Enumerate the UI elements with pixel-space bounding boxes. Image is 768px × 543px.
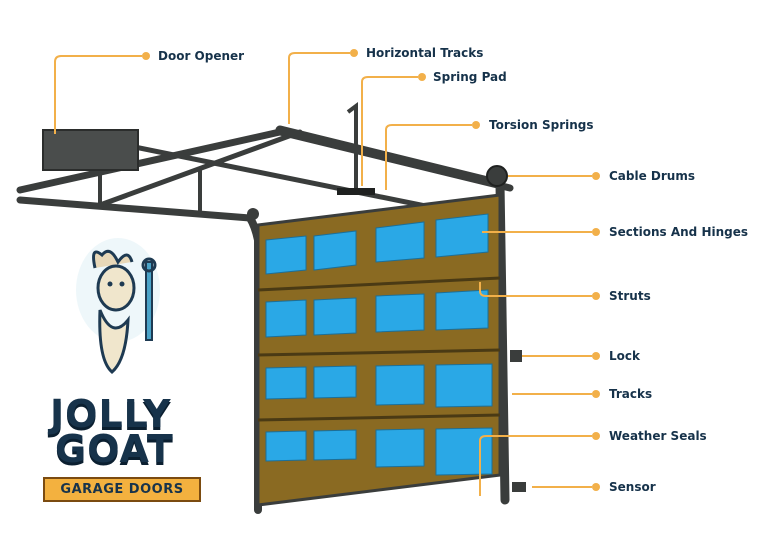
label-spring-pad: Spring Pad xyxy=(433,70,507,84)
door-panel xyxy=(256,193,502,507)
sensor xyxy=(512,482,526,492)
label-cable-drums: Cable Drums xyxy=(609,169,695,183)
logo-banner: GARAGE DOORS xyxy=(43,477,201,502)
cable-drum-left xyxy=(247,208,259,220)
label-tracks: Tracks xyxy=(609,387,653,401)
spring-pad-bracket xyxy=(346,102,358,190)
label-horizontal-tracks: Horizontal Tracks xyxy=(366,46,484,60)
label-sensor: Sensor xyxy=(609,480,656,494)
logo-wordmark-goat: GOAT xyxy=(55,427,174,471)
logo-banner-text: GARAGE DOORS xyxy=(60,482,184,497)
label-struts: Struts xyxy=(609,289,651,303)
logo-wordmark-jolly: JOLLY xyxy=(50,392,172,436)
callout-dots xyxy=(142,49,600,491)
label-lock: Lock xyxy=(609,349,640,363)
label-torsion-springs: Torsion Springs xyxy=(489,118,594,132)
callout-lines xyxy=(54,52,592,496)
label-sections-and-hinges: Sections And Hinges xyxy=(609,225,749,239)
lock xyxy=(510,350,522,362)
goat-mascot-logo xyxy=(76,238,160,374)
section-dividers xyxy=(257,276,501,422)
label-door-opener: Door Opener xyxy=(158,49,245,63)
door-opener-unit xyxy=(42,129,139,171)
door-windows xyxy=(265,213,493,476)
cable-drum xyxy=(486,165,508,187)
spring-pad xyxy=(337,188,375,195)
label-weather-seals: Weather Seals xyxy=(609,429,707,443)
